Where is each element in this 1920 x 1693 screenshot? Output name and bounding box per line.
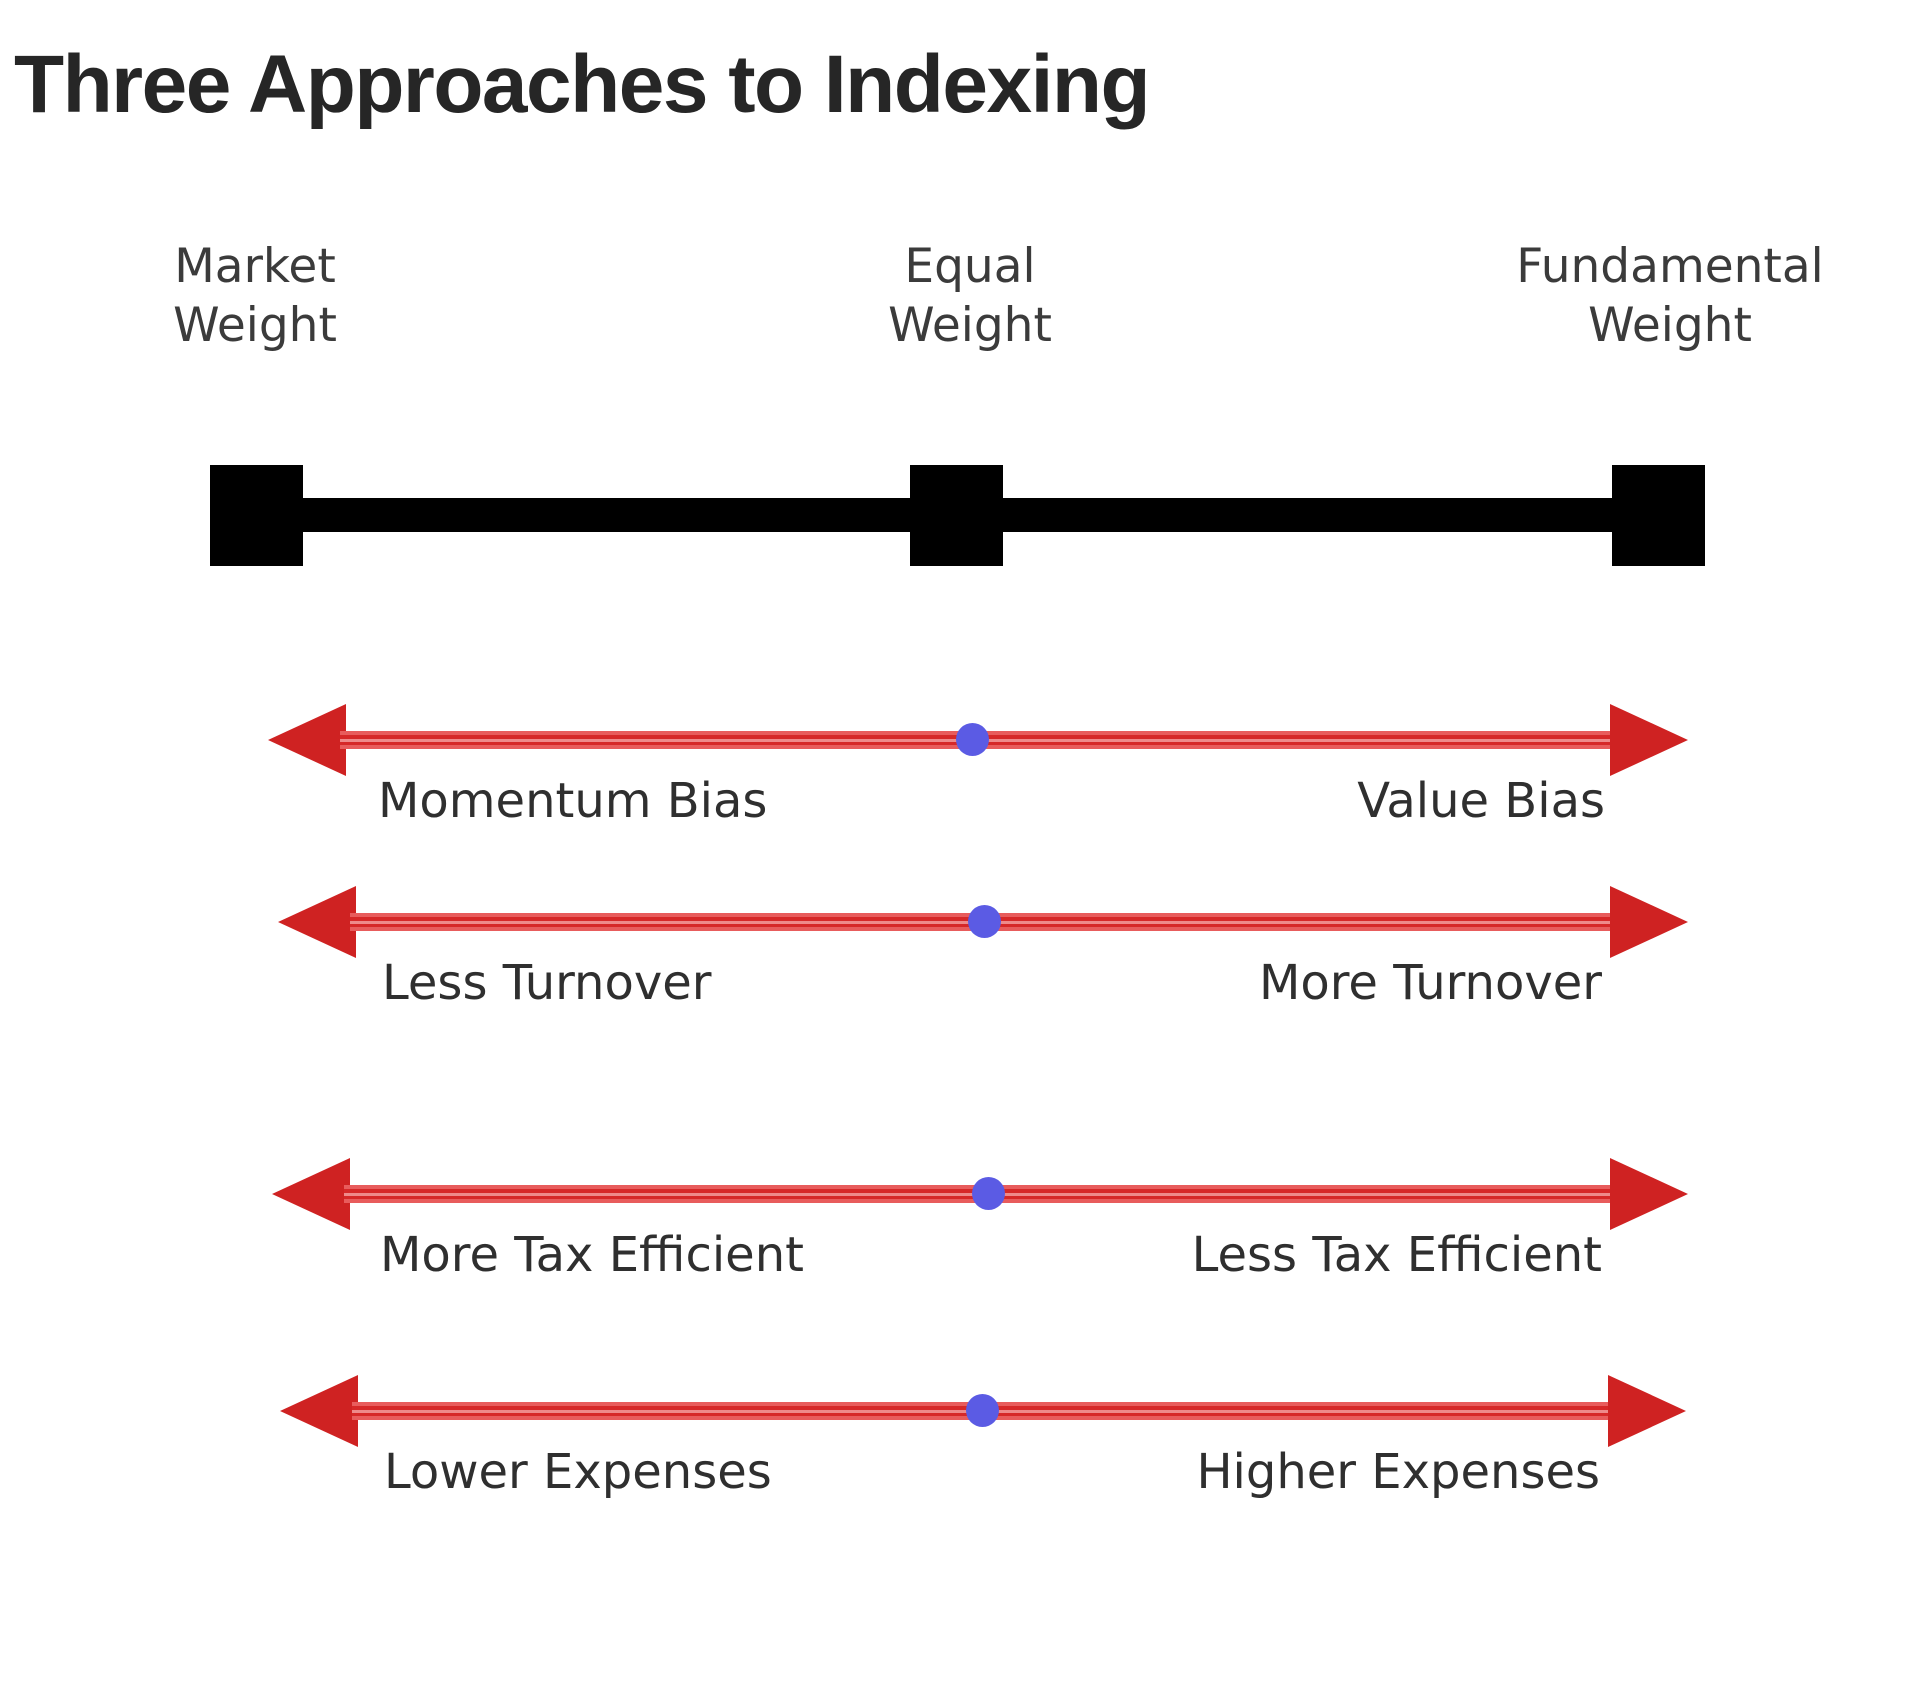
- scale-node-market-weight[interactable]: [210, 465, 303, 566]
- scale-label-line2: Weight: [1588, 297, 1752, 353]
- arrow-right-icon: [1608, 1375, 1686, 1447]
- arrow-left-icon: [280, 1375, 358, 1447]
- arrow-right-icon: [1610, 704, 1688, 776]
- spectrum-row-expenses: Lower Expenses Higher Expenses: [0, 1305, 1920, 1496]
- spectrum-right-label: More Turnover: [1258, 955, 1602, 1011]
- scale-label-fundamental-weight: Fundamental Weight: [1480, 238, 1860, 356]
- spectrum-right-label: Value Bias: [1357, 773, 1605, 829]
- scale-label-equal-weight: Equal Weight: [790, 238, 1150, 356]
- arrow-left-icon: [278, 886, 356, 958]
- scale-label-market-weight: Market Weight: [75, 238, 435, 356]
- scale-label-line1: Market: [174, 239, 336, 294]
- spectrum-marker-dot[interactable]: [956, 723, 989, 756]
- spectrum-left-label: Less Turnover: [382, 955, 712, 1011]
- spectrum-marker-dot[interactable]: [966, 1394, 999, 1427]
- spectrum-left-label: Momentum Bias: [378, 773, 768, 829]
- spectrum-marker-dot[interactable]: [968, 905, 1001, 938]
- spectrum-left-label: More Tax Efficient: [380, 1227, 804, 1283]
- spectrum-row-turnover: Less Turnover More Turnover: [0, 872, 1920, 1022]
- scale-node-equal-weight[interactable]: [910, 465, 1003, 566]
- spectrum-row-bias: Momentum Bias Value Bias: [0, 690, 1920, 840]
- spectrum-right-label: Less Tax Efficient: [1191, 1227, 1602, 1283]
- scale-label-line1: Fundamental: [1516, 239, 1824, 294]
- spectrum-row-tax-efficiency: More Tax Efficient Less Tax Efficient: [0, 1088, 1920, 1279]
- scale-label-line2: Weight: [888, 297, 1052, 353]
- spectrum-right-label: Higher Expenses: [1196, 1444, 1600, 1500]
- arrow-right-icon: [1610, 886, 1688, 958]
- scale-label-line2: Weight: [173, 297, 337, 353]
- page-title: Three Approaches to Indexing: [14, 39, 1151, 130]
- arrow-left-icon: [268, 704, 346, 776]
- scale-node-fundamental-weight[interactable]: [1612, 465, 1705, 566]
- arrow-left-icon: [272, 1158, 350, 1230]
- arrow-right-icon: [1610, 1158, 1688, 1230]
- spectrum-marker-dot[interactable]: [972, 1177, 1005, 1210]
- scale-label-line1: Equal: [904, 239, 1036, 294]
- spectrum-left-label: Lower Expenses: [384, 1444, 772, 1500]
